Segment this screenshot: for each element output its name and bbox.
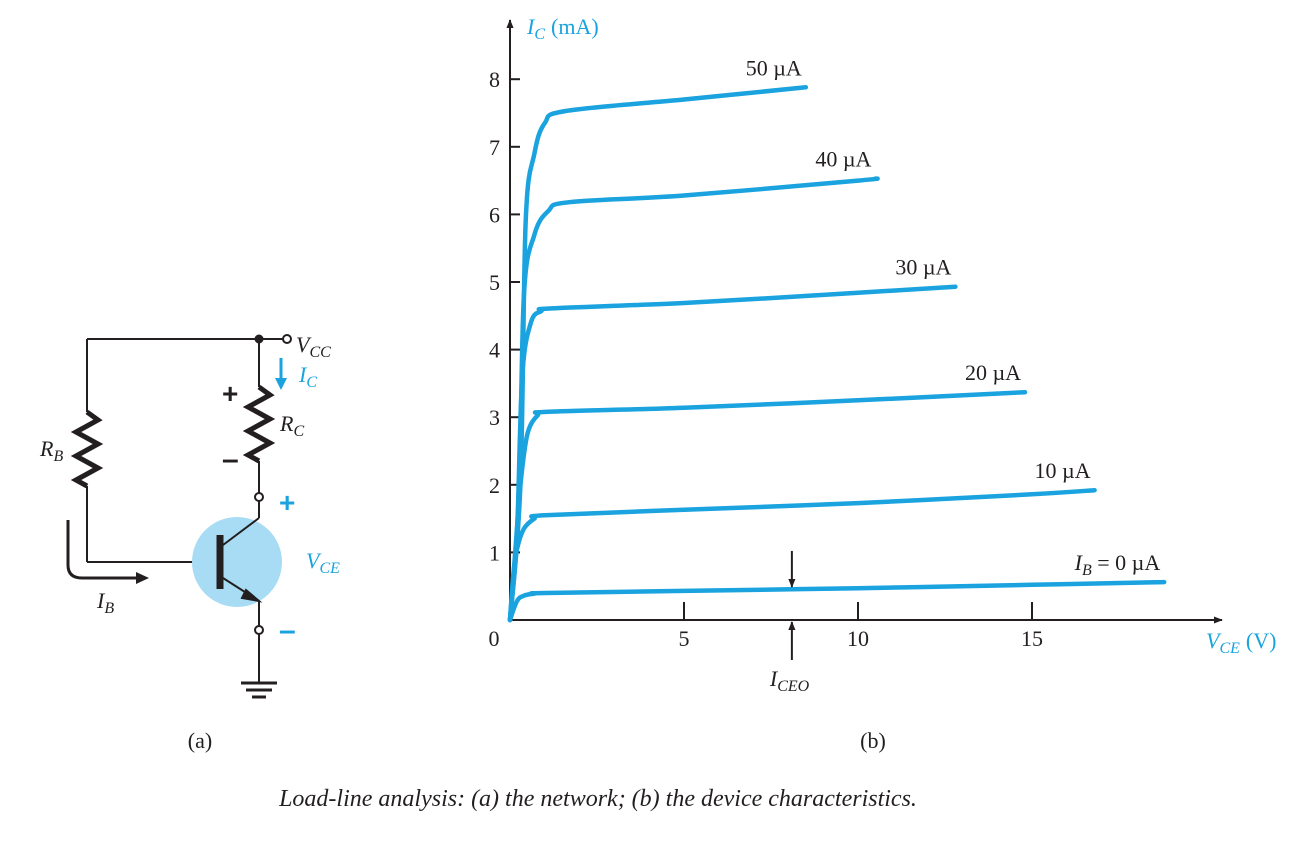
y-tick-label: 3 [489, 405, 500, 430]
curve-ib-3 [507, 284, 958, 623]
collector-arm [222, 517, 260, 546]
vce-minus-sign: – [279, 614, 296, 647]
y-tick-label: 1 [489, 540, 500, 565]
y-ticks: 1 2 3 4 5 6 7 8 [489, 67, 520, 565]
x-tick-label: 15 [1021, 626, 1043, 651]
vce-label: VCE [306, 548, 340, 577]
curve-label: 10 µA [1035, 458, 1091, 483]
y-tick-label: 4 [489, 338, 500, 363]
x-axis-label: VCE(V) [1206, 628, 1276, 657]
ib-arrow-head [136, 572, 149, 584]
panel-label-b: (b) [860, 728, 886, 753]
curve-label: IB = 0 µA [1074, 550, 1161, 579]
emitter-terminal [254, 625, 264, 635]
y-tick-label: 6 [489, 202, 500, 227]
rc-plus-sign: + [222, 378, 238, 409]
base-resistor [70, 409, 104, 489]
vcc-label: VCC [296, 332, 331, 361]
curve-label: 50 µA [746, 55, 802, 80]
iceo-label: ICEO [769, 666, 810, 695]
curve-ib-4 [507, 176, 880, 623]
characteristics-chart: 1 2 3 4 5 6 7 8 5 10 15 IB = 0 µA 10 µA 20 µA 30 µA 4… [489, 14, 1277, 753]
collector-terminal [254, 492, 264, 502]
rc-minus-sign: – [222, 443, 239, 476]
vce-plus-sign: + [279, 487, 295, 518]
y-tick-label: 8 [489, 67, 500, 92]
origin-label: 0 [489, 626, 500, 651]
ib-arrow-shaft [66, 520, 138, 580]
curve-labels: IB = 0 µA 10 µA 20 µA 30 µA 40 µA 50 µA [746, 55, 1161, 579]
circuit-network [66, 334, 292, 699]
collector-resistor [242, 384, 276, 464]
x-ticks: 5 10 15 [679, 602, 1043, 651]
y-tick-label: 5 [489, 270, 500, 295]
curve-label: 30 µA [895, 255, 951, 280]
rc-label: RC [279, 411, 304, 440]
curve-ib-5 [507, 85, 809, 623]
curve-ib-1 [507, 487, 1097, 623]
rb-label: RB [39, 436, 63, 465]
figure-caption: Load-line analysis: (a) the network; (b)… [279, 786, 917, 812]
emitter-arrow [240, 588, 263, 603]
y-tick-label: 7 [489, 135, 500, 160]
ib-label: IB [96, 588, 114, 617]
curve-label: 20 µA [965, 360, 1021, 385]
ic-arrow-head [275, 378, 287, 390]
y-axis-label: IC(mA) [526, 14, 599, 43]
x-tick-label: 10 [847, 626, 869, 651]
vcc-terminal [282, 334, 292, 344]
x-tick-label: 5 [679, 626, 690, 651]
y-tick-label: 2 [489, 473, 500, 498]
iceo-annotation: ICEO [769, 550, 810, 695]
characteristic-curves [507, 85, 1167, 623]
circuit-labels: VCC IC RC RB IB VCE + – + – (a) [39, 332, 340, 753]
ic-label: IC [298, 362, 317, 391]
curve-ib-0 [507, 579, 1167, 623]
curve-label: 40 µA [815, 147, 871, 172]
transistor-body [192, 517, 282, 607]
panel-label-a: (a) [188, 728, 212, 753]
